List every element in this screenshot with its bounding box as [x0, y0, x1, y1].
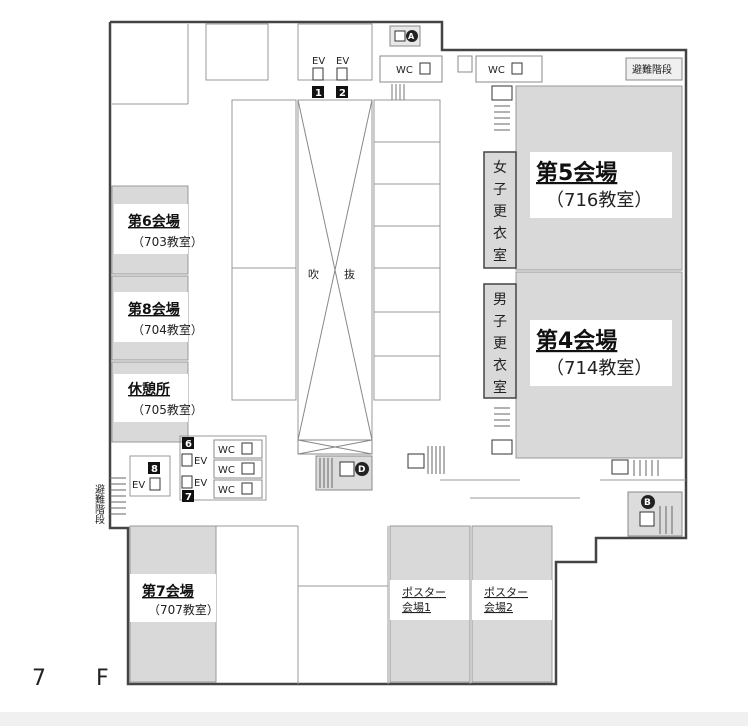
- men-char-4: 衣: [493, 358, 507, 374]
- elevator-6[interactable]: 6 EV: [181, 437, 207, 467]
- female-toilet-icon: [241, 442, 253, 455]
- svg-text:7: 7: [185, 492, 192, 503]
- elevator-1[interactable]: EV 1: [312, 56, 325, 99]
- svg-text:EV: EV: [336, 56, 349, 67]
- svg-text:8: 8: [151, 464, 158, 475]
- rest-label-panel: [114, 374, 188, 422]
- svg-text:EV: EV: [194, 456, 207, 467]
- stairs-b[interactable]: B: [627, 491, 683, 537]
- hall-7-name: 第7会場: [142, 583, 194, 600]
- atrium-void: [297, 99, 373, 441]
- interior-walls: [112, 23, 686, 684]
- poster2-name-2: 会場2: [484, 601, 513, 614]
- svg-text:EV: EV: [194, 478, 207, 489]
- stairs-a[interactable]: A: [389, 25, 421, 47]
- wc-left-3[interactable]: WC: [213, 479, 263, 499]
- wc-left-2[interactable]: WC: [213, 459, 263, 479]
- stairs-right-lower[interactable]: [491, 407, 513, 455]
- svg-text:EV: EV: [132, 480, 145, 491]
- men-char-5: 室: [493, 379, 507, 396]
- poster1-label-panel: [390, 580, 470, 620]
- hall-4-label-panel: [530, 320, 672, 386]
- floor-label: 7 F: [32, 666, 123, 691]
- hall-7-label-panel: [130, 574, 216, 622]
- elevator-icon: [181, 475, 193, 489]
- women-char-2: 子: [493, 182, 507, 198]
- hall-8-label-panel: [114, 292, 188, 342]
- wc-top-right[interactable]: [475, 55, 543, 83]
- men-char-2: 子: [493, 314, 507, 330]
- men-dressing-room[interactable]: [483, 283, 517, 399]
- svg-text:B: B: [644, 498, 651, 508]
- stairs-right-corridor[interactable]: [611, 459, 659, 476]
- svg-text:2: 2: [339, 88, 346, 99]
- hall-6-name: 第6会場: [128, 213, 180, 230]
- elevator-2[interactable]: EV 2: [336, 56, 349, 99]
- svg-text:WC: WC: [488, 65, 505, 76]
- svg-text:WC: WC: [218, 485, 235, 496]
- hall-4-name: 第4会場: [536, 328, 617, 354]
- women-char-5: 室: [493, 247, 507, 264]
- svg-text:避難階段: 避難階段: [632, 63, 672, 76]
- rest-name: 休憩所: [127, 381, 170, 398]
- elevator-icon: [336, 67, 348, 81]
- rest-room: （705教室）: [132, 402, 203, 417]
- elevator-icon: [181, 453, 193, 467]
- women-char-4: 衣: [493, 226, 507, 242]
- svg-text:1: 1: [315, 88, 322, 99]
- male-toilet-icon: [511, 62, 523, 75]
- atrium-label-2: 抜: [344, 267, 355, 281]
- svg-text:避難階段: 避難階段: [93, 483, 105, 525]
- hall-6-room: （703教室）: [132, 234, 203, 249]
- svg-text:6: 6: [185, 439, 192, 450]
- elevator-icon: [312, 67, 324, 81]
- elevator-icon: [149, 477, 161, 491]
- hall-8-room: （704教室）: [132, 322, 203, 337]
- women-dressing-room[interactable]: [483, 151, 517, 269]
- poster1-name-2: 会場1: [402, 601, 431, 614]
- hall-5-name: 第5会場: [536, 160, 617, 186]
- stairs-a-steps: [391, 84, 405, 100]
- men-char-3: 更: [493, 336, 507, 352]
- svg-text:EV: EV: [312, 56, 325, 67]
- elevator-8[interactable]: 8 EV: [132, 462, 161, 491]
- stairs-mid[interactable]: [407, 446, 445, 474]
- poster1-name-1: ポスター: [402, 586, 446, 599]
- svg-text:D: D: [358, 465, 365, 475]
- wc-left-1[interactable]: WC: [213, 439, 263, 459]
- atrium-label-1: 吹: [308, 268, 319, 281]
- svg-text:A: A: [408, 32, 415, 41]
- svg-text:WC: WC: [218, 445, 235, 456]
- women-char-3: 更: [493, 204, 507, 220]
- hall-4-room: （714教室）: [546, 358, 652, 379]
- emergency-stairs-top[interactable]: [625, 57, 683, 81]
- elevator-7[interactable]: EV 7: [181, 475, 207, 503]
- male-toilet-icon: [419, 62, 431, 75]
- hall-5-room: （716教室）: [546, 190, 652, 211]
- svg-text:WC: WC: [396, 65, 413, 76]
- stairs-d[interactable]: D: [315, 455, 373, 491]
- hall-7-room: （707教室）: [148, 602, 219, 617]
- hall-6-label-panel: [114, 204, 188, 254]
- women-char-1: 女: [493, 159, 507, 176]
- stairs-right-upper[interactable]: [491, 85, 513, 131]
- hall-5-label-panel: [530, 152, 672, 218]
- poster2-label-panel: [472, 580, 552, 620]
- bottom-bar: [0, 712, 748, 726]
- men-char-1: 男: [493, 292, 507, 308]
- svg-text:WC: WC: [218, 465, 235, 476]
- poster2-name-1: ポスター: [484, 586, 528, 599]
- wheelchair-icon: [241, 462, 255, 475]
- wc-top-left[interactable]: [379, 55, 443, 83]
- emergency-stairs-left[interactable]: 避難階段: [93, 477, 127, 525]
- hall-8-name: 第8会場: [128, 301, 180, 318]
- male-toilet-icon: [241, 482, 253, 495]
